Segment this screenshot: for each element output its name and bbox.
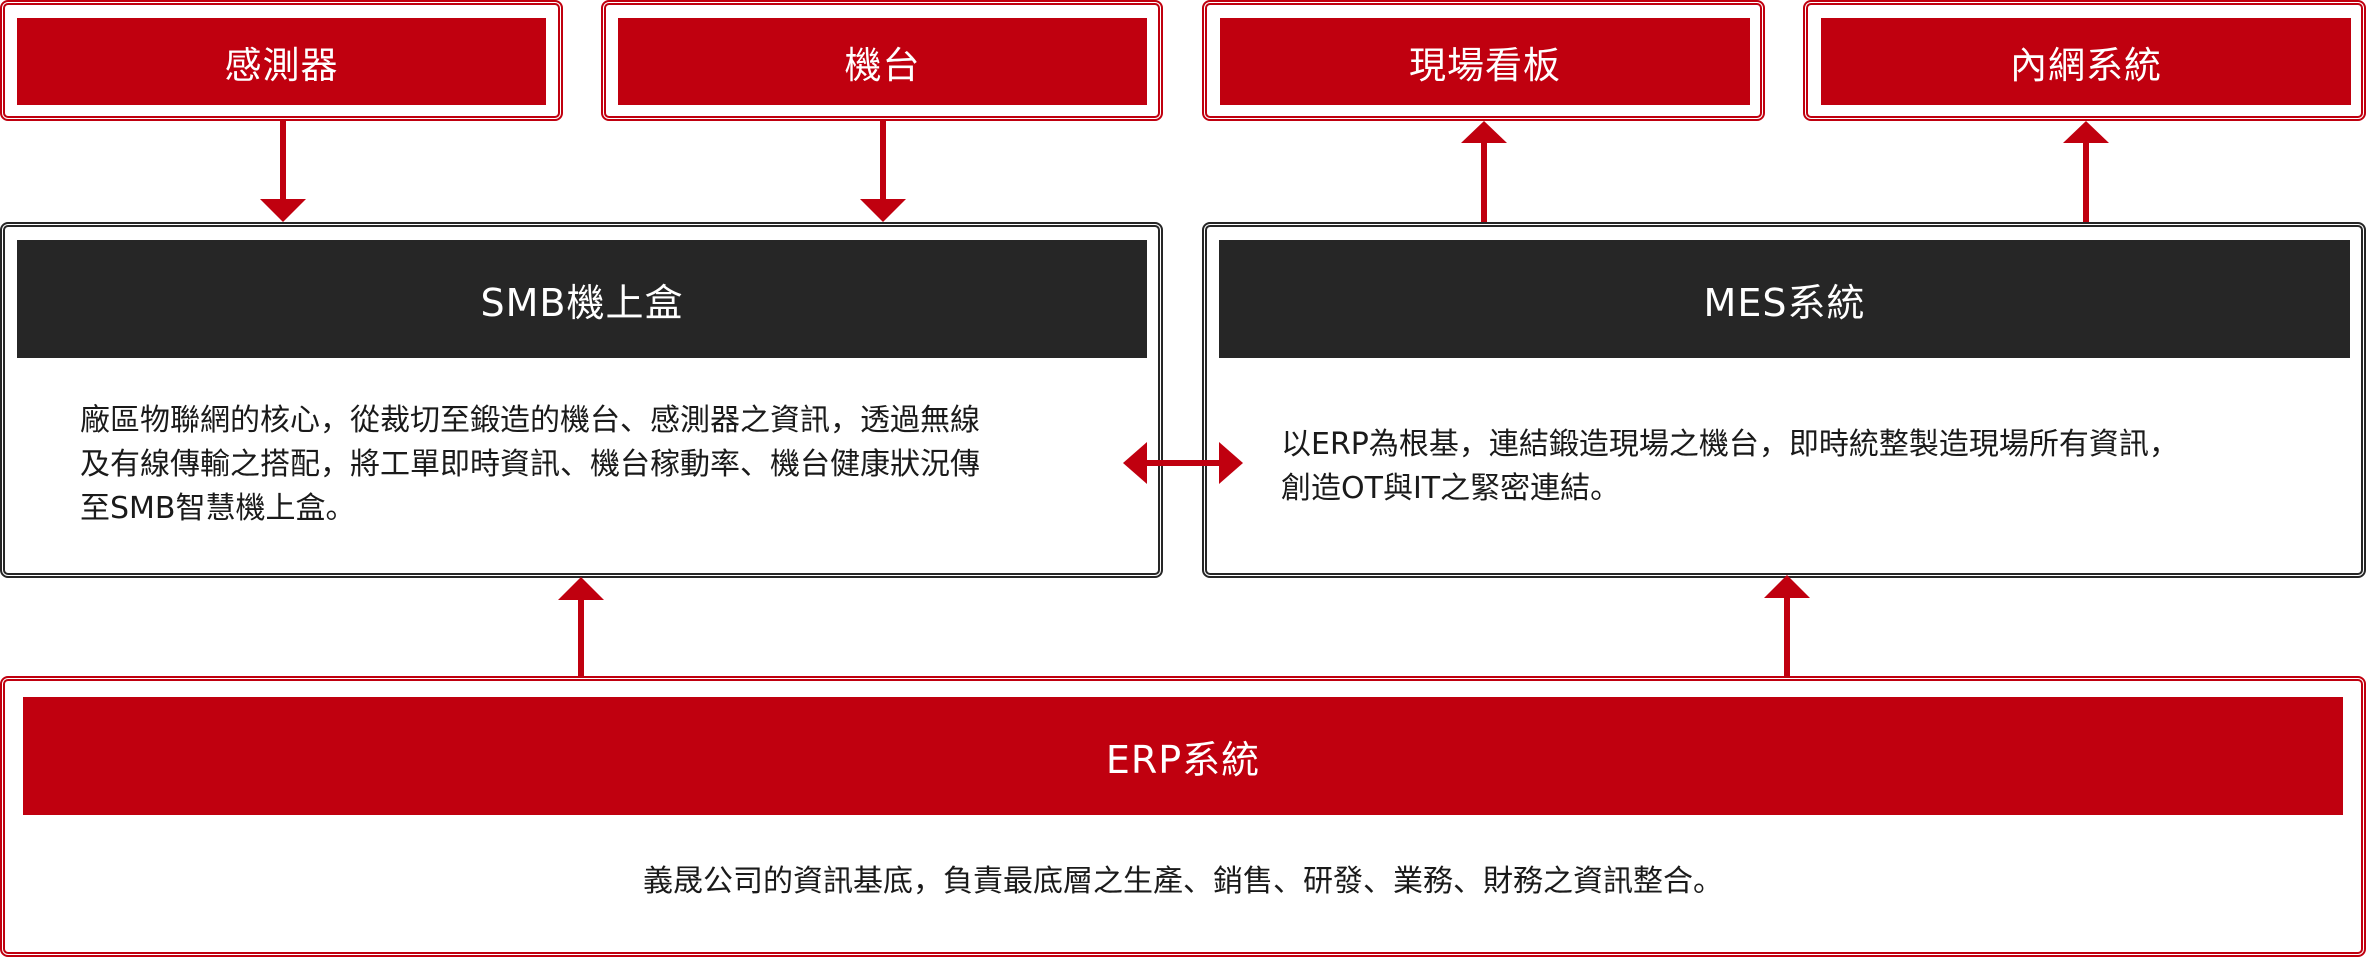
mes-description-line: 以ERP為根基，連結鍛造現場之機台，即時統整製造現場所有資訊， bbox=[1281, 427, 2179, 462]
arrow-sensor-to-smb bbox=[260, 121, 306, 222]
onsite-board-label: 現場看板 bbox=[1220, 18, 1750, 105]
smb-description-line: 廠區物聯網的核心，從裁切至鍛造的機台、感測器之資訊，透過無線 bbox=[80, 403, 980, 438]
erp-description: 義晟公司的資訊基底，負責最底層之生產、銷售、研發、業務、財務之資訊整合。 bbox=[643, 864, 1723, 899]
mes-description: 以ERP為根基，連結鍛造現場之機台，即時統整製造現場所有資訊， 創造OT與IT之… bbox=[1281, 423, 2341, 511]
sensor-label: 感測器 bbox=[17, 18, 546, 105]
arrow-erp-to-mes bbox=[1764, 575, 1810, 677]
arrow-machine-to-smb bbox=[860, 121, 906, 222]
smb-description: 廠區物聯網的核心，從裁切至鍛造的機台、感測器之資訊，透過無線 及有線傳輸之搭配，… bbox=[80, 399, 1140, 531]
erp-title: ERP系統 bbox=[23, 697, 2343, 815]
smb-description-line: 至SMB智慧機上盒。 bbox=[80, 491, 356, 526]
machine-label: 機台 bbox=[618, 18, 1147, 105]
smb-title: SMB機上盒 bbox=[17, 240, 1147, 358]
mes-title: MES系統 bbox=[1219, 240, 2350, 358]
arrow-mes-to-intranet bbox=[2063, 121, 2109, 222]
arrow-mes-to-board bbox=[1461, 121, 1507, 222]
smb-description-line: 及有線傳輸之搭配，將工單即時資訊、機台稼動率、機台健康狀況傳 bbox=[80, 447, 980, 482]
arrow-erp-to-smb bbox=[558, 577, 604, 677]
mes-description-line: 創造OT與IT之緊密連結。 bbox=[1281, 471, 1621, 506]
intranet-label: 內網系統 bbox=[1821, 18, 2351, 105]
